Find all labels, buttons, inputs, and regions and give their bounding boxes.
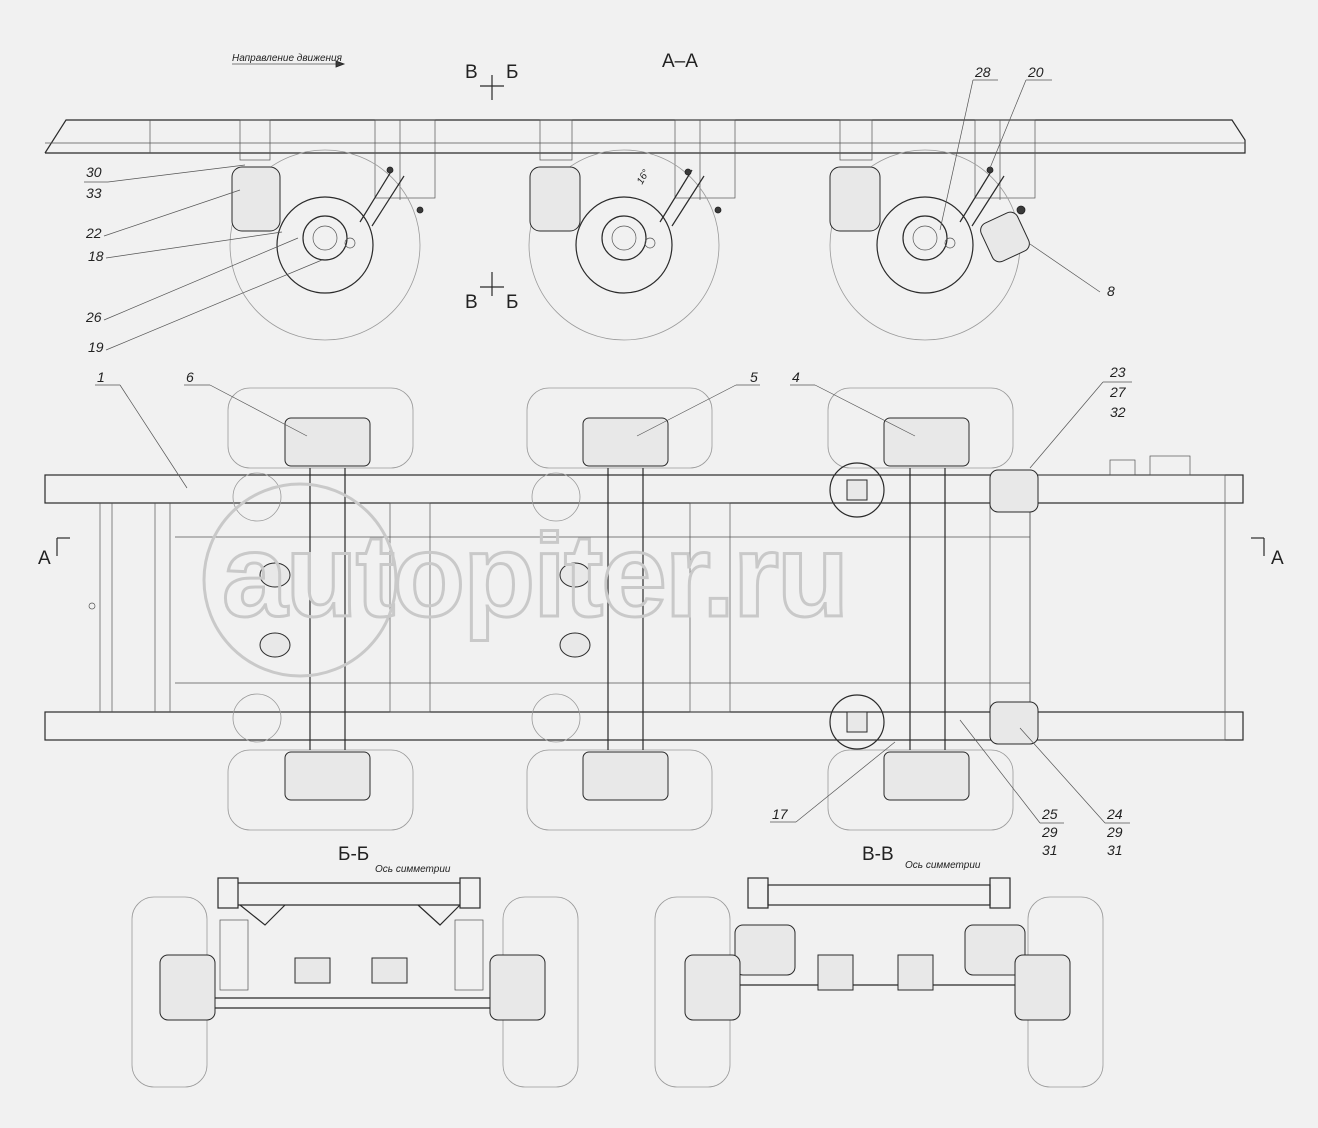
callout-22: 22: [85, 225, 102, 241]
plan-axle-1: [227, 387, 431, 831]
callout-23: 23: [1109, 364, 1126, 380]
cut-v-top: В: [465, 62, 478, 83]
callout-5: 5: [750, 369, 758, 385]
section-a-a-title: А–А: [662, 51, 698, 72]
plan-axle-2: [526, 387, 731, 831]
callout-6: 6: [186, 369, 194, 385]
callout-30: 30: [86, 164, 102, 180]
section-v-v-title: В-В: [862, 844, 894, 865]
cut-a-right: А: [1271, 548, 1284, 569]
plan-view: [44, 387, 1244, 831]
plan-axle-3: [827, 387, 1039, 831]
callout-19: 19: [88, 339, 104, 355]
callout-25: 25: [1041, 806, 1058, 822]
callouts: 30 33 22 18 26 19 28 20 8 1 6 5 4 23 27 …: [84, 64, 1132, 858]
callout-29b: 29: [1106, 824, 1123, 840]
side-view-a-a: [44, 119, 1246, 341]
callout-1: 1: [97, 369, 105, 385]
callout-27: 27: [1109, 384, 1127, 400]
watermark: autopiter.ru: [202, 482, 851, 678]
callout-24: 24: [1106, 806, 1123, 822]
callout-28: 28: [974, 64, 991, 80]
side-axle-2: [528, 119, 736, 341]
watermark-text: autopiter.ru: [222, 510, 847, 642]
rear-view-v-v: [654, 877, 1104, 1088]
section-b-b-title: Б-Б: [338, 844, 369, 865]
callout-29a: 29: [1041, 824, 1058, 840]
rear-view-b-b: [131, 877, 579, 1088]
symmetry-axis-vv: Ось симметрии: [905, 860, 981, 871]
side-axle-3: [829, 119, 1036, 341]
callout-33: 33: [86, 185, 102, 201]
cut-a-left: А: [38, 548, 51, 569]
cut-v-bottom: В: [465, 292, 478, 313]
side-axle-1: [229, 119, 436, 341]
direction-label: Направление движения: [232, 53, 343, 64]
callout-32: 32: [1110, 404, 1126, 420]
cut-b-top: Б: [506, 62, 518, 83]
callout-31a: 31: [1042, 842, 1058, 858]
angle-dimension: 16°: [635, 168, 652, 187]
callout-18: 18: [88, 248, 104, 264]
symmetry-axis-bb: Ось симметрии: [375, 864, 451, 875]
callout-4: 4: [792, 369, 800, 385]
callout-17: 17: [772, 806, 789, 822]
callout-31b: 31: [1107, 842, 1123, 858]
callout-20: 20: [1027, 64, 1044, 80]
callout-8: 8: [1107, 283, 1115, 299]
cut-b-bottom: Б: [506, 292, 518, 313]
callout-26: 26: [85, 309, 102, 325]
